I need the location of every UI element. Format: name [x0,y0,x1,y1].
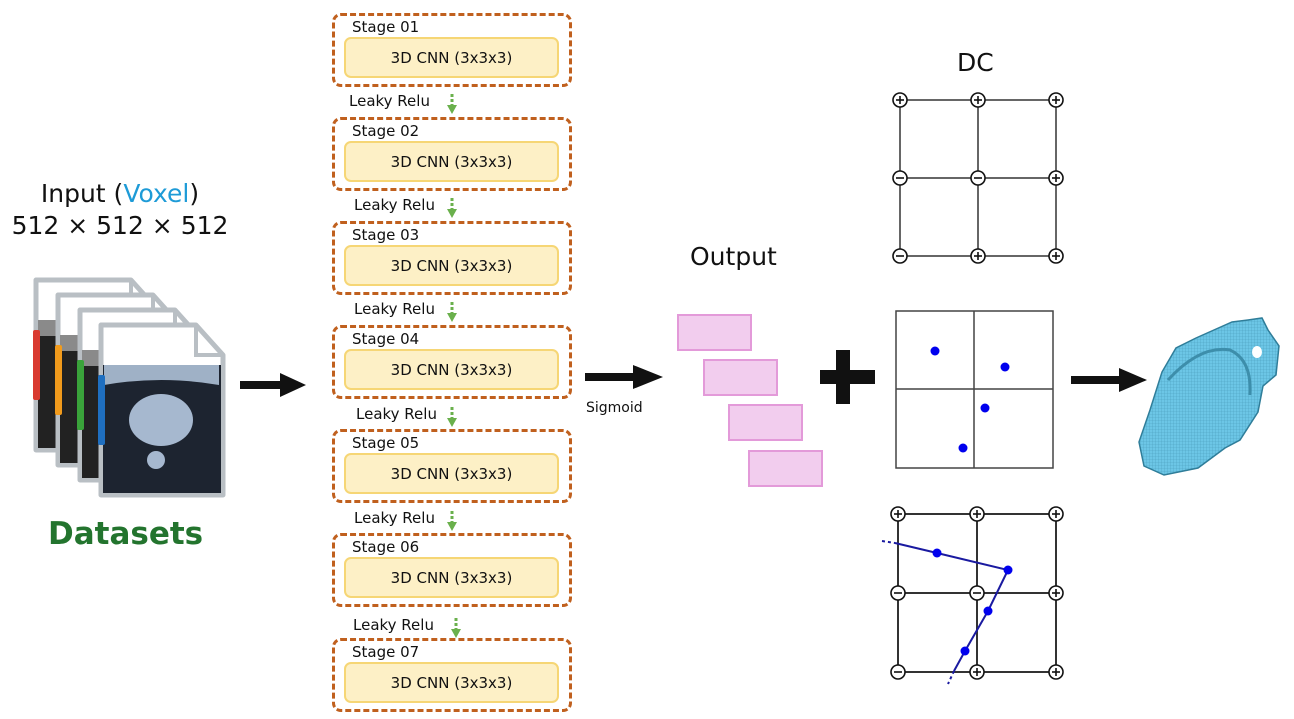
plus-sign-icon [890,506,906,522]
input-title: Input (Voxel) 512 × 512 × 512 [0,178,240,242]
plus-sign-icon [892,92,908,108]
cnn-block: 3D CNN (3x3x3) [344,453,559,494]
leaky-relu-label: Leaky Relu [349,92,430,110]
leaky-relu-label: Leaky Relu [354,300,435,318]
cnn-block: 3D CNN (3x3x3) [344,141,559,182]
vertex-point [960,646,970,656]
cnn-block: 3D CNN (3x3x3) [344,557,559,598]
sigmoid-label: Sigmoid [586,400,643,416]
vertex-point [930,346,940,356]
output-slice [677,314,752,351]
plus-sign-icon [1048,92,1064,108]
output-slice [703,359,778,396]
output-slice [728,404,803,441]
vertex-point [932,548,942,558]
plus-sign-icon [1048,585,1064,601]
plus-sign-icon [970,92,986,108]
vertex-point [983,606,993,616]
leaky-relu-label: Leaky Relu [353,616,434,634]
cnn-block: 3D CNN (3x3x3) [344,349,559,390]
stage-label: Stage 01 [352,18,420,36]
plus-icon [820,350,875,404]
minus-sign-icon [970,170,986,186]
minus-sign-icon [969,585,985,601]
plus-sign-icon [1048,506,1064,522]
vertex-point [980,403,990,413]
down-arrow-icon [447,94,457,114]
leaky-relu-label: Leaky Relu [356,405,437,423]
down-arrow-icon [451,618,461,638]
arrow-input-to-stages [240,373,306,397]
dataset-stack-icon [33,277,226,498]
input-dimensions: 512 × 512 × 512 [11,211,229,240]
down-arrow-icon [447,407,457,427]
dc-sign-grid-top [892,92,1064,264]
minus-sign-icon [890,585,906,601]
output-slice [748,450,823,487]
plus-sign-icon [1048,664,1064,680]
plus-sign-icon [1048,170,1064,186]
heart-mesh-icon [1138,317,1280,476]
plus-sign-icon [1048,248,1064,264]
cnn-block: 3D CNN (3x3x3) [344,37,559,78]
stage-label: Stage 04 [352,330,420,348]
plus-sign-icon [969,664,985,680]
down-arrow-icon [447,198,457,218]
stage-label: Stage 02 [352,122,420,140]
document-icon [98,322,226,498]
datasets-label: Datasets [48,516,204,552]
input-title-suffix: ) [189,179,200,208]
stage-label: Stage 05 [352,434,420,452]
down-arrow-icon [447,302,457,322]
plus-sign-icon [969,506,985,522]
minus-sign-icon [890,664,906,680]
dc-title: DC [957,48,994,77]
arrow-stages-to-output [585,365,663,389]
down-arrow-icon [447,511,457,531]
dc-point-grid [895,310,1054,469]
voxel-label: Voxel [123,179,190,208]
cnn-block: 3D CNN (3x3x3) [344,662,559,703]
minus-sign-icon [892,248,908,264]
stage-label: Stage 06 [352,538,420,556]
leaky-relu-label: Leaky Relu [354,196,435,214]
vertex-point [1003,565,1013,575]
output-title: Output [690,242,777,271]
leaky-relu-label: Leaky Relu [354,509,435,527]
stage-label: Stage 07 [352,643,420,661]
input-title-prefix: Input ( [40,179,124,208]
cnn-block: 3D CNN (3x3x3) [344,245,559,286]
arrow-to-result [1071,368,1147,392]
dc-contour-grid [881,506,1064,685]
vertex-point [1000,362,1010,372]
plus-sign-icon [970,248,986,264]
minus-sign-icon [892,170,908,186]
stage-label: Stage 03 [352,226,420,244]
vertex-point [958,443,968,453]
